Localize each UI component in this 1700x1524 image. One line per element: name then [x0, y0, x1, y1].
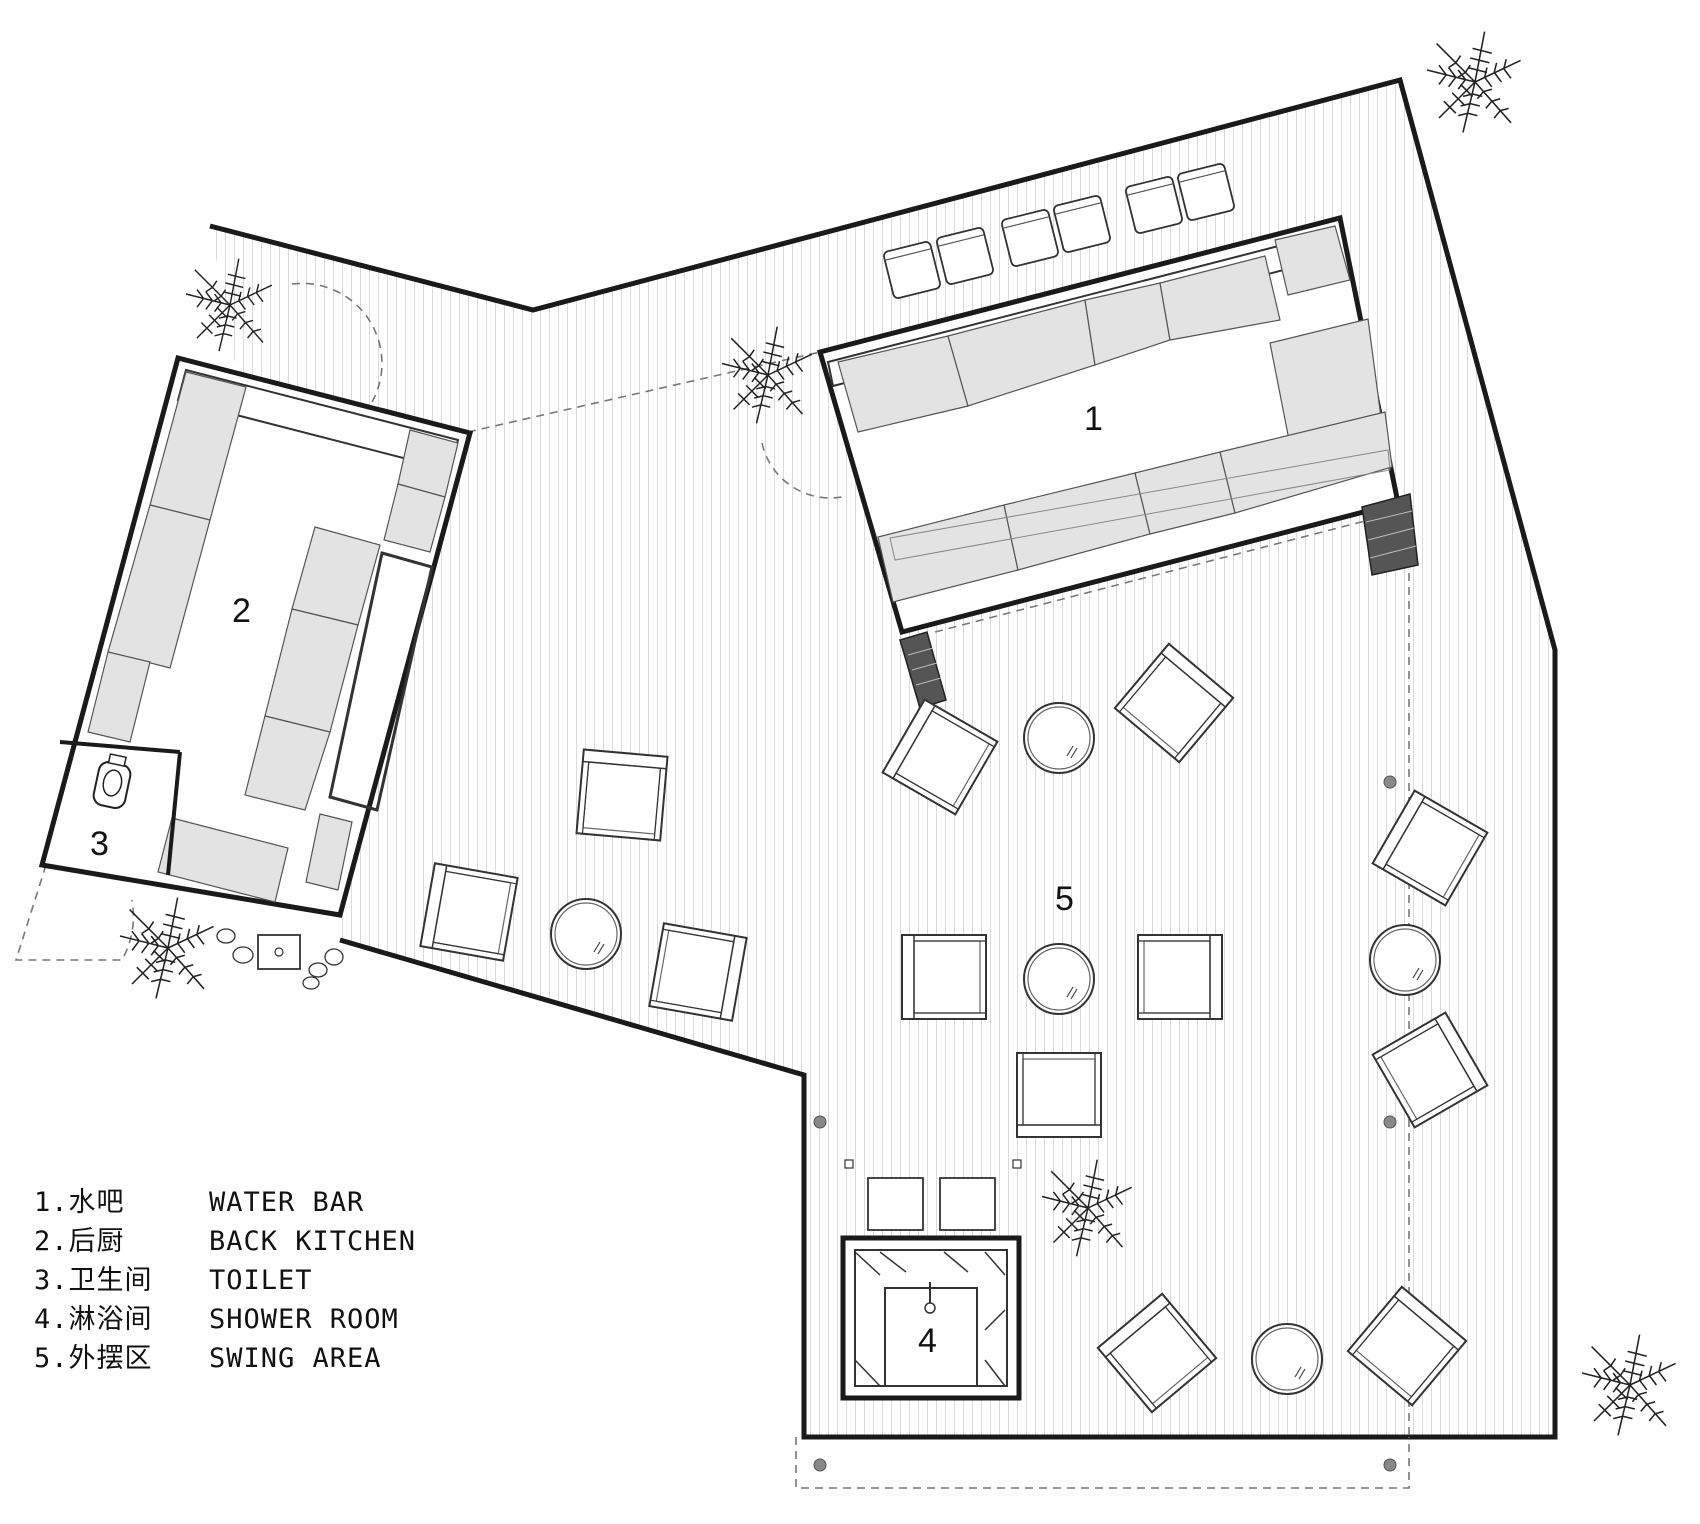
legend-en: WATER BAR: [209, 1187, 365, 1218]
legend-cn: 5.外摆区: [34, 1343, 153, 1374]
shower-room: [840, 1159, 1022, 1401]
legend-row-swing-area: 5.外摆区 SWING AREA: [34, 1339, 416, 1378]
toilet-fixture: [92, 753, 132, 809]
legend-en: SHOWER ROOM: [209, 1304, 399, 1335]
legend-row-back-kitchen: 2.后厨 BACK KITCHEN: [34, 1222, 416, 1261]
room-label-water-bar: 1: [1084, 400, 1103, 438]
legend-cn: 2.后厨: [34, 1226, 125, 1257]
legend-en: SWING AREA: [209, 1343, 382, 1374]
room-label-back-kitchen: 2: [232, 592, 251, 630]
legend-en: TOILET: [209, 1265, 313, 1296]
legend-en: BACK KITCHEN: [209, 1226, 417, 1257]
posts: [813, 775, 1397, 1472]
room-label-toilet: 3: [90, 825, 109, 863]
legend-cn: 3.卫生间: [34, 1265, 153, 1296]
legend-cn: 1.水吧: [34, 1187, 125, 1218]
legend: 1.水吧 WATER BAR 2.后厨 BACK KITCHEN 3.卫生间 T…: [34, 1183, 416, 1378]
room-label-shower-room: 4: [918, 1322, 937, 1360]
room-label-swing-area: 5: [1055, 880, 1074, 918]
water-bar: [816, 162, 1419, 709]
legend-row-shower-room: 4.淋浴间 SHOWER ROOM: [34, 1300, 416, 1339]
legend-row-water-bar: 1.水吧 WATER BAR: [34, 1183, 416, 1222]
legend-row-toilet: 3.卫生间 TOILET: [34, 1261, 416, 1300]
back-kitchen: [38, 354, 474, 990]
legend-cn: 4.淋浴间: [34, 1304, 153, 1335]
